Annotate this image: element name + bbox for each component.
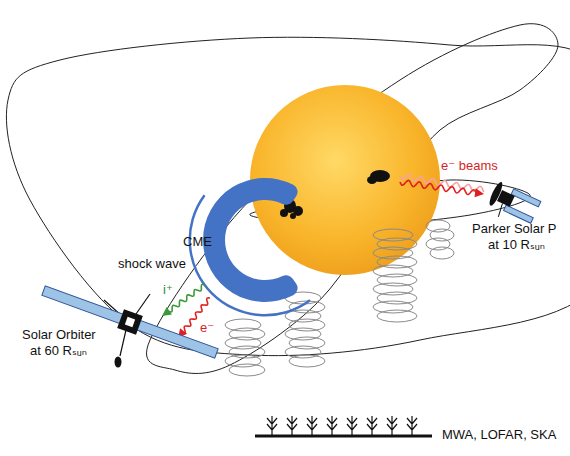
coil-loop <box>377 310 417 322</box>
antenna-symbol <box>267 416 277 436</box>
arrow-head <box>474 188 484 197</box>
cme-shape: CME <box>195 170 335 310</box>
arrow-head <box>162 307 172 316</box>
particle-label: i⁺ <box>163 282 173 297</box>
cme-crescent-shape <box>203 178 298 302</box>
node-heading: CME <box>183 234 212 250</box>
radio-array <box>255 416 432 436</box>
sunspot <box>290 213 296 219</box>
coil-loop <box>289 355 325 367</box>
coil-loop <box>430 247 454 259</box>
coil-loop <box>426 220 450 232</box>
antenna-symbol <box>327 416 337 436</box>
antenna-symbol <box>287 416 297 436</box>
sunspot <box>280 209 288 217</box>
electron-beam-wave <box>400 180 484 197</box>
coil-loop <box>426 238 450 250</box>
spacecraft-label: Parker Solar Pat 10 Rₛᵤₙ <box>472 221 557 253</box>
cme-crescent <box>195 170 335 310</box>
orbits <box>6 24 570 374</box>
antenna-symbol <box>367 416 377 436</box>
antenna-symbol <box>307 416 317 436</box>
particle-label: e⁻ beams <box>441 158 498 173</box>
instrument-label: MWA, LOFAR, SKA <box>442 427 556 442</box>
particle-label: e⁻ <box>200 320 214 335</box>
antenna-symbol <box>407 416 417 436</box>
wave-line <box>400 180 477 194</box>
region-label: shock wave <box>118 256 186 271</box>
node-text: at 60 Rₛᵤₙ <box>22 343 96 359</box>
electron-beam-wave <box>400 175 484 192</box>
node-heading: Parker Solar P <box>472 221 557 237</box>
antenna-symbol <box>387 416 397 436</box>
node-heading: Solar Orbiter <box>22 327 96 343</box>
spacecraft-label: Solar Orbiterat 60 Rₛᵤₙ <box>22 327 96 359</box>
wave-line <box>400 175 484 192</box>
orbit-ellipse <box>147 24 558 374</box>
sunspot <box>367 176 377 184</box>
node-text: at 10 Rₛᵤₙ <box>472 237 557 253</box>
coil-loop <box>430 229 454 241</box>
antenna-symbol <box>347 416 357 436</box>
coil-loop <box>229 364 265 376</box>
